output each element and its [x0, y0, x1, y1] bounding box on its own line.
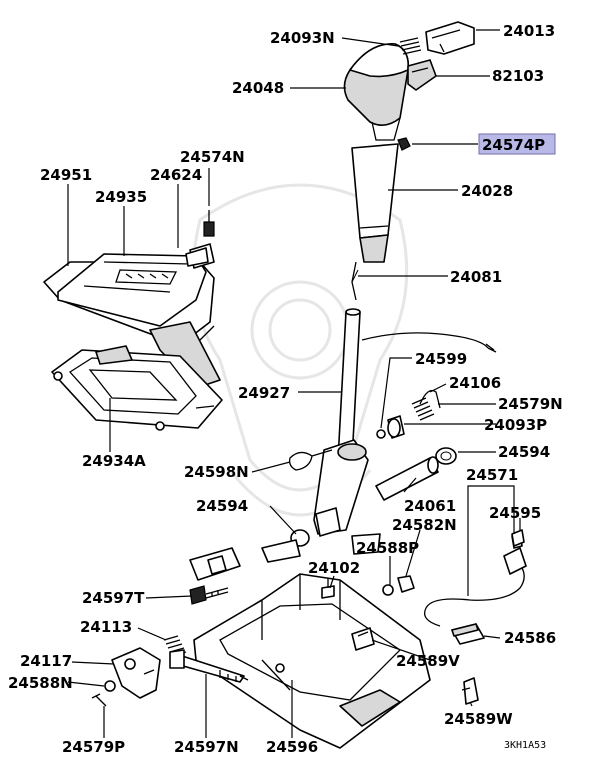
- drawing-code: 3KH1A53: [504, 740, 546, 751]
- label-24599[interactable]: 24599: [415, 350, 467, 368]
- label-24093P[interactable]: 24093P: [484, 416, 547, 434]
- label-24927[interactable]: 24927: [238, 384, 290, 402]
- washer-24588P: [382, 584, 394, 596]
- clip-24598N: [288, 449, 333, 471]
- clip-24589V: [351, 627, 375, 651]
- label-24113[interactable]: 24113: [80, 618, 132, 636]
- clip-24595: [511, 529, 525, 547]
- label-24934A[interactable]: 24934A: [82, 452, 146, 470]
- label-24596[interactable]: 24596: [266, 738, 318, 756]
- lever-24927: [337, 308, 497, 461]
- label-24102[interactable]: 24102: [308, 559, 360, 577]
- bracket-82103: [407, 59, 437, 91]
- shift-knob-24048: [343, 43, 410, 141]
- label-24582N[interactable]: 24582N: [392, 516, 457, 534]
- label-24579P[interactable]: 24579P: [62, 738, 125, 756]
- label-24586[interactable]: 24586: [504, 629, 556, 647]
- connector-24586: [451, 623, 485, 645]
- label-24106[interactable]: 24106: [449, 374, 501, 392]
- label-24589W[interactable]: 24589W: [444, 710, 513, 728]
- spring-24093N: [399, 37, 422, 55]
- cable-24081: [351, 261, 359, 301]
- label-24061[interactable]: 24061: [404, 497, 456, 515]
- clip-24589W: [461, 677, 479, 705]
- bolt-24597T: [189, 585, 229, 605]
- label-24574P[interactable]: 24574P: [482, 136, 545, 154]
- label-24013[interactable]: 24013: [503, 22, 555, 40]
- label-24571[interactable]: 24571: [466, 466, 518, 484]
- ball-24599: [376, 429, 386, 439]
- collar-24594-top: [435, 447, 457, 465]
- label-24117[interactable]: 24117: [20, 652, 72, 670]
- label-82103[interactable]: 82103: [492, 67, 544, 85]
- label-24935[interactable]: 24935: [95, 188, 147, 206]
- leader-lines: [67, 29, 521, 738]
- label-24595[interactable]: 24595: [489, 504, 541, 522]
- label-24598N[interactable]: 24598N: [184, 463, 249, 481]
- label-24589V[interactable]: 24589V: [396, 652, 460, 670]
- label-24588P[interactable]: 24588P: [356, 539, 419, 557]
- cable-24571: [423, 531, 527, 627]
- label-24028[interactable]: 24028: [461, 182, 513, 200]
- label-24594-lower[interactable]: 24594: [196, 497, 248, 515]
- lever-boot-24028: [351, 143, 399, 263]
- nut-24582N: [397, 575, 415, 593]
- label-24093N[interactable]: 24093N: [270, 29, 335, 47]
- washer-24588N: [104, 680, 116, 692]
- label-24597N[interactable]: 24597N: [174, 738, 239, 756]
- shaft-24061: [375, 456, 439, 501]
- label-24579N[interactable]: 24579N: [498, 395, 563, 413]
- bolt-24597N: [169, 649, 249, 683]
- button-24013: [425, 21, 475, 55]
- highlight-box: [478, 133, 556, 155]
- bushing-24093P: [387, 415, 405, 439]
- indicator-24624: [185, 247, 209, 267]
- label-24081[interactable]: 24081: [450, 268, 502, 286]
- label-24624[interactable]: 24624: [150, 166, 202, 184]
- bracket-24117: [111, 647, 161, 699]
- panel-24951: [43, 243, 221, 389]
- label-24594-upper[interactable]: 24594: [498, 443, 550, 461]
- label-24951[interactable]: 24951: [40, 166, 92, 184]
- spring-24579N: [411, 397, 435, 421]
- pin-24579P: [91, 693, 107, 707]
- screw-24574P: [397, 137, 411, 151]
- lever-bracket: [313, 439, 369, 537]
- label-24597T[interactable]: 24597T: [82, 589, 145, 607]
- frame-24934A: [51, 345, 223, 431]
- part-labels: 24093N 24013 24048 82103 24574P 24028 24…: [8, 22, 563, 756]
- label-24588N[interactable]: 24588N: [8, 674, 73, 692]
- spring-24113: [163, 635, 187, 657]
- screw-24574N: [203, 210, 215, 237]
- label-24048[interactable]: 24048: [232, 79, 284, 97]
- nut-24597T-head: [207, 555, 227, 575]
- label-24574N[interactable]: 24574N: [180, 148, 245, 166]
